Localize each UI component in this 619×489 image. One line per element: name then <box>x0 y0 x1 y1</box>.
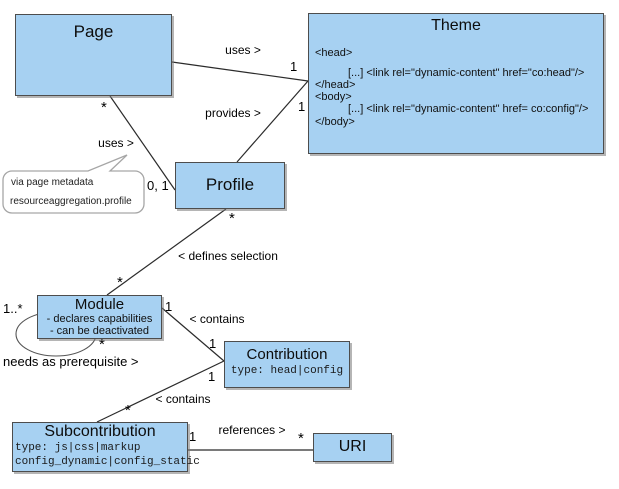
note-line: resourceaggregation.profile <box>10 196 132 207</box>
label-needs-as-prerequisite: needs as prerequisite > <box>3 354 139 369</box>
node-uri-title: URI <box>338 438 367 455</box>
node-theme: Theme <head> [...] <link rel="dynamic-co… <box>308 13 604 154</box>
association-profile-provides-theme <box>236 80 309 163</box>
mult-needs-target-star: * <box>99 336 105 353</box>
node-contribution: Contribution type: head|config <box>224 341 350 388</box>
module-capability-note: - declares capabilities <box>46 313 153 325</box>
label-page-uses-profile: uses > <box>98 136 134 150</box>
mult-defines-profile-star: * <box>229 210 235 227</box>
note-line: via page metadata <box>11 177 94 188</box>
mult-defines-module-star: * <box>117 274 123 291</box>
label-page-uses-theme: uses > <box>225 43 261 57</box>
theme-code-line: [...] <link rel="dynamic-content" href= … <box>348 103 589 115</box>
note-speech-bubble <box>2 154 145 214</box>
theme-code-line: </head> <box>315 79 356 91</box>
association-page-uses-theme <box>171 61 309 82</box>
label-profile-provides-theme: provides > <box>205 106 261 120</box>
contribution-type-line: type: head|config <box>230 365 344 377</box>
subcontribution-type-line: type: js|css|markup <box>15 442 141 454</box>
theme-code-line: <head> <box>315 47 353 59</box>
node-module-title: Module <box>74 296 125 313</box>
node-subcontribution: Subcontribution type: js|css|markup conf… <box>12 422 200 472</box>
mult-uses-profile-01: 0, 1 <box>147 178 169 193</box>
node-page-title: Page <box>73 22 114 41</box>
mult-references-sub-1: 1 <box>189 429 197 444</box>
mult-contains-contribution-1: 1 <box>209 336 217 351</box>
mult-contains2-contribution-1: 1 <box>208 369 216 384</box>
association-profile-defines-module <box>106 208 227 296</box>
label-contains-lower: < contains <box>155 392 211 406</box>
node-profile: Profile <box>175 162 285 209</box>
node-module: Module - declares capabilities - can be … <box>37 295 162 339</box>
node-subcontribution-title: Subcontribution <box>44 423 156 440</box>
mult-provides-theme-1: 1 <box>298 99 306 114</box>
theme-code-line: </body> <box>315 116 355 128</box>
label-contains-upper: < contains <box>189 312 245 326</box>
mult-contains2-sub-star: * <box>125 402 131 419</box>
association-page-uses-profile <box>109 95 176 191</box>
mult-references-uri-star: * <box>298 430 304 447</box>
node-profile-title: Profile <box>205 175 255 194</box>
association-contribution-contains-subcontribution <box>96 360 225 423</box>
mult-needs-source-1star: 1..* <box>3 301 23 316</box>
subcontribution-type-line: config_dynamic|config_static <box>15 456 200 468</box>
node-contribution-title: Contribution <box>246 346 328 363</box>
theme-code-line: <body> <box>315 91 352 103</box>
label-defines-selection: < defines selection <box>178 249 278 263</box>
label-references: references > <box>218 423 286 437</box>
node-page: Page <box>15 14 172 96</box>
node-theme-title: Theme <box>431 17 481 34</box>
theme-code-line: [...] <link rel="dynamic-content" href="… <box>348 67 585 79</box>
mult-uses-theme-1: 1 <box>290 59 298 74</box>
module-capability-note: - can be deactivated <box>49 325 150 337</box>
mult-contains-module-1: 1 <box>165 299 173 314</box>
association-module-contains-contribution <box>161 307 225 362</box>
mult-uses-page-star: * <box>101 99 107 116</box>
node-uri: URI <box>313 433 392 462</box>
